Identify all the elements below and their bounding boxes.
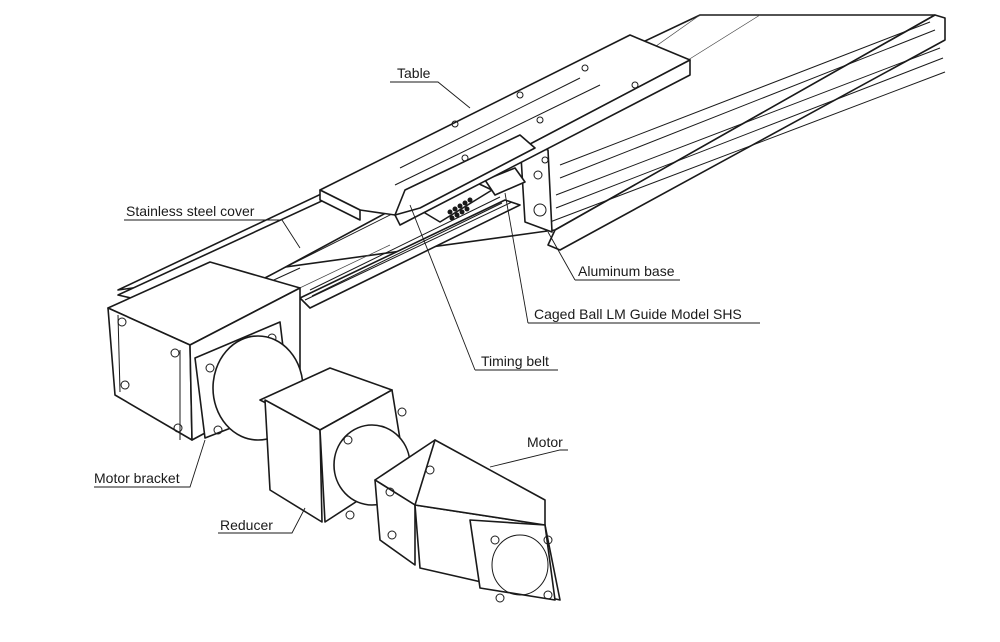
ball-cage	[447, 197, 473, 221]
caged-ball-lm-guide	[299, 167, 526, 309]
label-caged-ball-guide: Caged Ball LM Guide Model SHS	[534, 306, 742, 322]
label-timing-belt: Timing belt	[481, 353, 549, 369]
motor	[374, 439, 561, 603]
timing-belt	[309, 196, 503, 297]
table-carriage	[319, 34, 691, 226]
label-motor-bracket: Motor bracket	[94, 470, 180, 486]
label-aluminum-base: Aluminum base	[578, 263, 675, 279]
label-motor: Motor	[527, 434, 563, 450]
label-stainless-steel-cover: Stainless steel cover	[126, 203, 255, 219]
label-table: Table	[397, 65, 431, 81]
leader-lines	[94, 81, 760, 534]
label-reducer: Reducer	[220, 517, 273, 533]
